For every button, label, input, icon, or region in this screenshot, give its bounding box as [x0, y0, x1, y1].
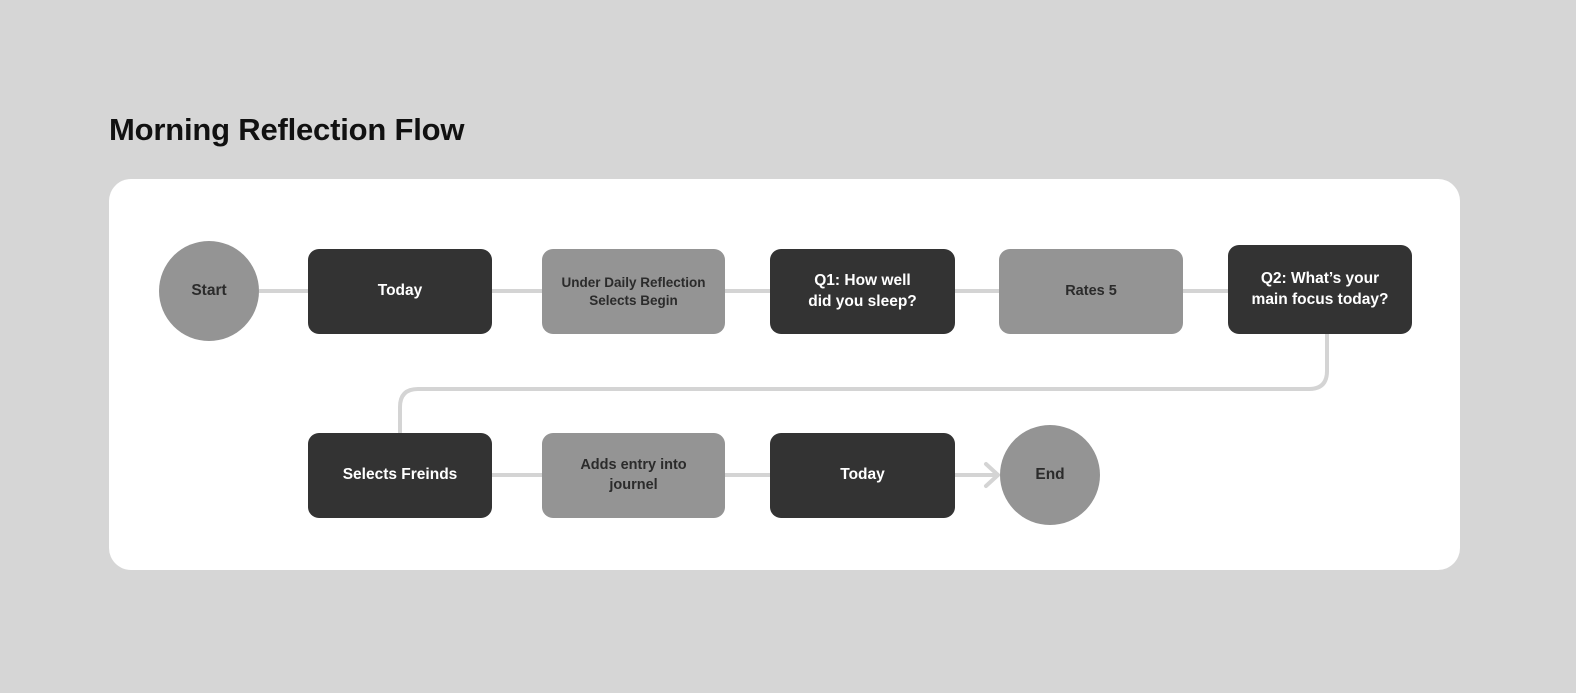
diagram-card: Start Today Under Daily Reflection Selec…	[109, 179, 1460, 570]
node-today-2[interactable]: Today	[770, 433, 955, 518]
node-adds-entry[interactable]: Adds entry into journel	[542, 433, 725, 518]
node-end[interactable]: End	[1000, 425, 1100, 525]
connector-layer	[259, 289, 1329, 488]
node-start-label: Start	[191, 281, 227, 299]
node-selects-freinds-label: Selects Freinds	[342, 466, 458, 484]
page-title: Morning Reflection Flow	[109, 112, 465, 147]
node-today-2-label: Today	[840, 466, 885, 484]
node-today-1-label: Today	[377, 282, 423, 300]
edge-q2-to-selects-freinds	[398, 330, 1329, 437]
node-selects-freinds[interactable]: Selects Freinds	[308, 433, 492, 518]
node-q2[interactable]: Q2: What’s your main focus today?	[1228, 245, 1412, 334]
node-today-1[interactable]: Today	[308, 249, 492, 334]
node-end-label: End	[1035, 465, 1065, 483]
edge-today-2-to-end	[954, 462, 1000, 488]
node-q1[interactable]: Q1: How well did you sleep?	[770, 249, 955, 334]
node-adds-entry-label: Adds entry into journel	[580, 457, 687, 493]
node-rates-5[interactable]: Rates 5	[999, 249, 1183, 334]
node-start[interactable]: Start	[159, 241, 259, 341]
node-under-daily-reflection-label: Under Daily Reflection Selects Begin	[561, 274, 706, 308]
node-q2-label: Q2: What’s your main focus today?	[1251, 270, 1389, 308]
node-q1-label: Q1: How well did you sleep?	[808, 272, 917, 310]
node-under-daily-reflection[interactable]: Under Daily Reflection Selects Begin	[542, 249, 725, 334]
node-rates-5-label: Rates 5	[1065, 282, 1117, 299]
